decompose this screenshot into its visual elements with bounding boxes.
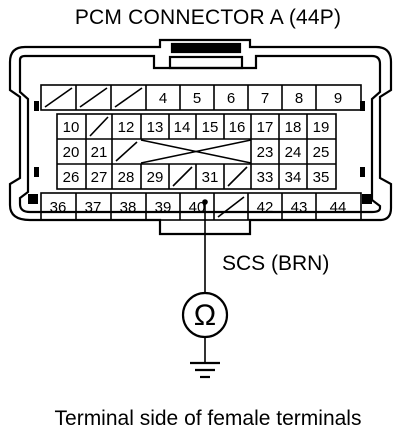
- terminal-4: 4: [159, 90, 167, 107]
- terminal-37: 37: [85, 199, 102, 216]
- terminal-19: 19: [313, 119, 330, 136]
- terminal-36: 36: [50, 199, 67, 216]
- wire-label: SCS (BRN): [222, 252, 330, 275]
- terminal-6: 6: [227, 90, 235, 107]
- connector-title: PCM CONNECTOR A (44P): [74, 6, 342, 29]
- terminal-43: 43: [291, 199, 308, 216]
- terminal-7: 7: [261, 90, 269, 107]
- terminal-18: 18: [285, 119, 302, 136]
- terminal-42: 42: [257, 199, 274, 216]
- terminal-21: 21: [91, 144, 108, 161]
- terminal-grid: [40, 84, 362, 221]
- terminal-39: 39: [155, 199, 172, 216]
- ohm-icon: Ω: [194, 299, 216, 332]
- terminal-29: 29: [147, 169, 164, 186]
- terminal-8: 8: [295, 90, 303, 107]
- terminal-12: 12: [118, 119, 135, 136]
- terminal-13: 13: [147, 119, 164, 136]
- terminal-26: 26: [63, 169, 80, 186]
- terminal-44: 44: [330, 199, 347, 216]
- latch-marks: [28, 101, 372, 204]
- terminal-40: 40: [189, 199, 206, 216]
- terminal-23: 23: [257, 144, 274, 161]
- ground-icon: [190, 361, 220, 379]
- diagram-caption: Terminal side of female terminals: [54, 407, 362, 430]
- terminal-17: 17: [257, 119, 274, 136]
- terminal-20: 20: [63, 144, 80, 161]
- terminal-38: 38: [120, 199, 137, 216]
- terminal-labels: 4 5 6 7 8 9 10 12 13 14 15 16 17 18 19 2…: [50, 90, 347, 216]
- terminal-14: 14: [174, 119, 191, 136]
- probe-wire: [202, 199, 208, 362]
- terminal-35: 35: [313, 169, 330, 186]
- terminal-28: 28: [118, 169, 135, 186]
- terminal-33: 33: [257, 169, 274, 186]
- terminal-15: 15: [202, 119, 219, 136]
- terminal-9: 9: [334, 90, 342, 107]
- terminal-25: 25: [313, 144, 330, 161]
- terminal-24: 24: [285, 144, 302, 161]
- terminal-5: 5: [193, 90, 201, 107]
- terminal-27: 27: [91, 169, 108, 186]
- terminal-31: 31: [202, 169, 219, 186]
- ohmmeter-symbol: Ω: [181, 291, 229, 339]
- terminal-16: 16: [229, 119, 246, 136]
- terminal-34: 34: [285, 169, 302, 186]
- terminal-10: 10: [63, 119, 80, 136]
